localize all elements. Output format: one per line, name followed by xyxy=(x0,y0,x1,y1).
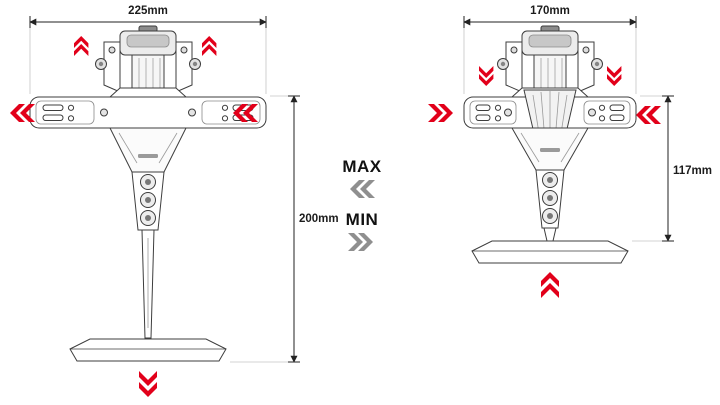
height-label-max: 200mm xyxy=(299,213,339,225)
chevron-up-icon xyxy=(541,283,559,298)
width-label-min: 170mm xyxy=(530,5,570,17)
dimension-height-min: 117mm xyxy=(632,95,712,242)
arm-slot xyxy=(475,104,491,111)
right-diagram-min-view: 170mm 117mm xyxy=(428,5,712,298)
left-diagram-max-view: 225mm 200mm xyxy=(10,5,339,397)
arm-slot xyxy=(609,114,625,121)
max-label: MAX xyxy=(342,157,381,176)
arm-slot xyxy=(475,114,491,121)
adjuster-knob xyxy=(140,174,156,190)
center-legend: MAX MIN xyxy=(342,157,381,251)
extension-leg xyxy=(543,227,557,242)
adjuster-knob xyxy=(140,210,156,226)
plate-holder-min xyxy=(463,25,637,264)
arm-slot xyxy=(42,104,64,111)
adjuster-knob xyxy=(542,172,558,188)
adjuster-knob xyxy=(542,190,558,206)
arm-slot xyxy=(609,104,625,111)
holder-body xyxy=(109,127,187,173)
adjuster-knob xyxy=(542,208,558,224)
adjuster-knob xyxy=(140,192,156,208)
chevron-down-icon xyxy=(139,371,157,386)
dimension-width-max: 225mm xyxy=(29,5,267,94)
min-label: MIN xyxy=(346,210,379,229)
plate-holder-max xyxy=(29,25,267,362)
dimension-width-min: 170mm xyxy=(463,5,637,94)
brand-logo-mark xyxy=(540,148,560,152)
dimension-height-max: 200mm xyxy=(230,95,339,363)
width-label-max: 225mm xyxy=(128,5,168,17)
height-label-min: 117mm xyxy=(673,165,712,177)
plate-light-bracket xyxy=(497,25,603,98)
support-arms xyxy=(29,96,267,129)
plate-base xyxy=(69,338,227,362)
brand-logo-mark xyxy=(138,154,158,158)
plate-base xyxy=(471,240,629,264)
arm-slot xyxy=(42,114,64,121)
plate-light-bracket xyxy=(95,25,201,98)
